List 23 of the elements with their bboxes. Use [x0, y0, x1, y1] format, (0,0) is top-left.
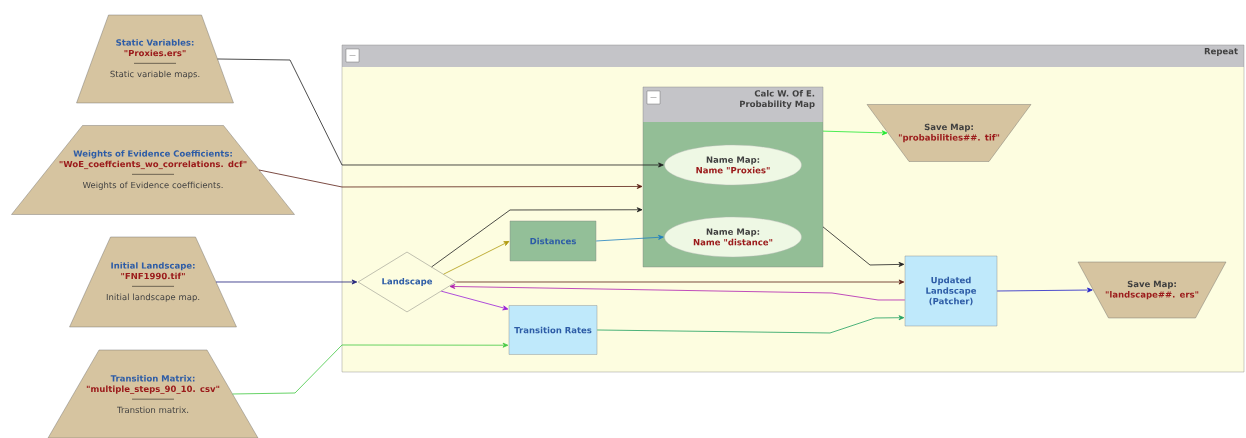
arrow [431, 207, 643, 268]
arrow [217, 58, 664, 168]
arrow [596, 315, 905, 334]
process-box: Distances [509, 220, 597, 262]
arrow [440, 290, 509, 311]
arrow [449, 284, 906, 301]
arrow [215, 279, 358, 285]
input-map-trapezoid: Static Variables: "Proxies.ers" Static variable maps. [76, 14, 234, 104]
process-box: Transition Rates [508, 305, 598, 355]
arrow [822, 226, 905, 267]
save-map-trapezoid: Save Map: "probabilities##. tif" [866, 104, 1032, 162]
arrow [455, 279, 905, 285]
input-map-trapezoid: Transition Matrix: "multiple_steps_90_10. csv" Transtion matrix. [47, 349, 259, 438]
arrow [595, 234, 664, 242]
arrow [443, 241, 510, 275]
arrow [822, 130, 888, 136]
process-box: Updated Landscape (Patcher) [904, 255, 998, 327]
save-map-trapezoid: Save Map: "landscape##. ers" [1077, 261, 1227, 319]
input-map-trapezoid: Initial Landscape: "FNF1990.tif" Initial landscape map. [69, 236, 237, 328]
arrow [258, 169, 643, 189]
arrow [232, 342, 509, 395]
input-map-trapezoid: Weights of Evidence Coefficients: "WoE_coeffcients_wo_correlations. dcf" Weights of Evidence coefficients. [11, 125, 295, 215]
arrow [996, 287, 1093, 293]
